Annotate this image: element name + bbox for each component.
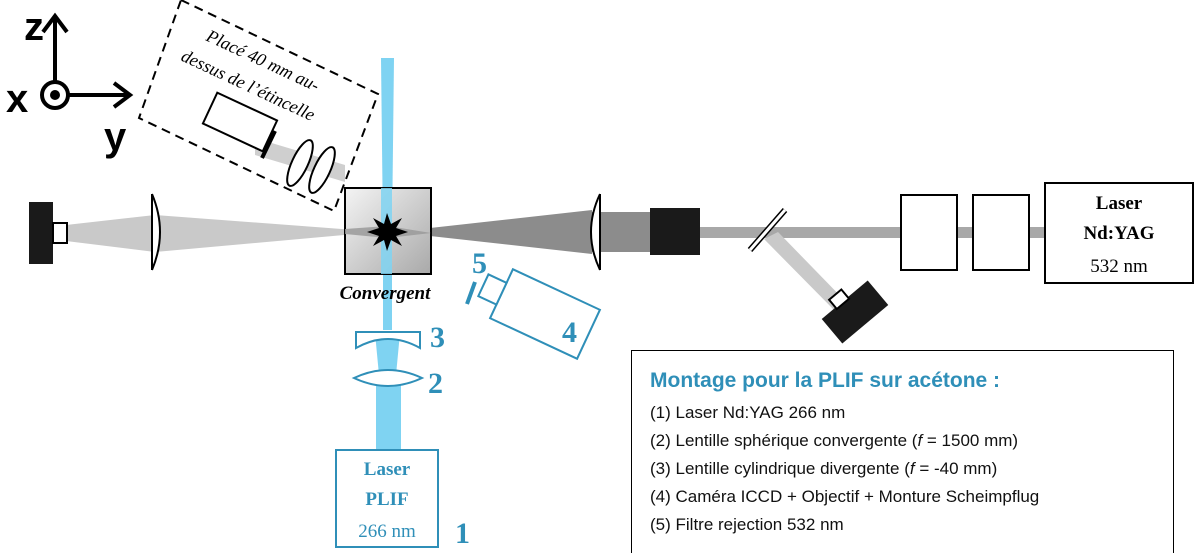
right-beam-wide: [592, 212, 652, 252]
legend-item: (3) Lentille cylindrique divergente (f =…: [650, 455, 1173, 483]
y-axis-label: y: [104, 115, 127, 159]
elevated-camera-group: Placé 40 mm au- dessus de l’étincelle: [137, 0, 380, 213]
elevated-camera-icon: [201, 91, 279, 153]
right-lens: [590, 193, 601, 271]
deflected-beam: [764, 232, 849, 314]
photodiode-icon: [821, 280, 889, 344]
legend-item: (2) Lentille sphérique convergente (f = …: [650, 427, 1173, 455]
spherical-lens: [351, 369, 425, 387]
plif-laser-line3: 266 nm: [358, 521, 416, 542]
convergent-chamber: Convergent: [340, 187, 432, 304]
left-lens: [151, 193, 161, 271]
left-beam: [66, 215, 355, 252]
plif-beam-between-lenses: [375, 333, 400, 375]
nd-yag-beam-path: [394, 193, 1045, 344]
legend-item-text: (2) Lentille sphérique convergente (: [650, 431, 918, 450]
plif-laser-line2: PLIF: [365, 489, 408, 510]
beam-dump-block: [650, 208, 700, 255]
rejection-filter: [465, 281, 477, 305]
spark-icon: [367, 213, 408, 251]
plif-beam-lower: [376, 378, 401, 450]
nd-yag-line3: 532 nm: [1090, 256, 1148, 277]
legend-item-italic: f: [909, 459, 915, 478]
cylindrical-lens: [355, 331, 421, 350]
left-detector-lens: [52, 222, 68, 244]
iccd-camera-icon: [476, 267, 602, 361]
nd-yag-laser-box: [1044, 182, 1194, 284]
coordinate-axes: z x y: [6, 5, 134, 159]
optic-box-2: [972, 194, 1030, 271]
legend-item-text: (4) Caméra ICCD + Objectif + Monture Sch…: [650, 487, 1040, 506]
y-axis-arrowhead: [112, 81, 134, 109]
marker-3: 3: [430, 321, 445, 354]
marker-4: 4: [562, 316, 577, 349]
legend-item-text-end: = -40 mm): [914, 459, 998, 478]
legend-box: Montage pour la PLIF sur acétone : (1) L…: [631, 350, 1174, 553]
right-beam-converging: [394, 210, 592, 254]
iccd-camera: [465, 267, 602, 361]
plif-optics: Laser PLIF 266 nm: [335, 331, 439, 548]
z-axis-label: z: [24, 5, 44, 49]
right-beam-narrow: [700, 227, 1045, 238]
legend-item: (4) Caméra ICCD + Objectif + Monture Sch…: [650, 483, 1173, 511]
legend-title: Montage pour la PLIF sur acétone :: [650, 369, 1001, 392]
legend-item-text: (3) Lentille cylindrique divergente (: [650, 459, 910, 478]
optic-box-1: [900, 194, 958, 271]
left-detector-group: [29, 193, 355, 271]
x-axis-label: x: [6, 77, 28, 121]
plif-laser-line1: Laser: [364, 459, 411, 480]
marker-2: 2: [428, 367, 443, 400]
legend-item-text: (5) Filtre rejection 532 nm: [650, 515, 844, 534]
left-detector-icon: [29, 202, 53, 264]
nd-yag-laser: Laser Nd:YAG 532 nm: [1044, 182, 1194, 284]
plif-laser-box: [335, 449, 439, 548]
elevated-lens-2: [308, 146, 336, 194]
legend-item-text: (1) Laser Nd:YAG 266 nm: [650, 403, 846, 422]
legend-item-italic: f: [917, 431, 923, 450]
legend-item: (1) Laser Nd:YAG 266 nm: [650, 399, 1173, 427]
elevated-filter: [260, 130, 277, 159]
nd-yag-line1: Laser: [1096, 193, 1143, 214]
legend-item: (5) Filtre rejection 532 nm: [650, 511, 1173, 539]
z-axis-arrowhead: [41, 12, 69, 34]
beam-splitter: [748, 209, 787, 251]
x-axis-dot: [50, 90, 60, 100]
marker-5: 5: [472, 247, 487, 280]
dashed-frame: [137, 0, 380, 213]
elevated-lens-1: [286, 139, 314, 187]
legend-item-text-end: = 1500 mm): [922, 431, 1019, 450]
convergent-label: Convergent: [340, 283, 432, 304]
nd-yag-line2: Nd:YAG: [1083, 223, 1154, 244]
marker-1: 1: [455, 517, 470, 550]
